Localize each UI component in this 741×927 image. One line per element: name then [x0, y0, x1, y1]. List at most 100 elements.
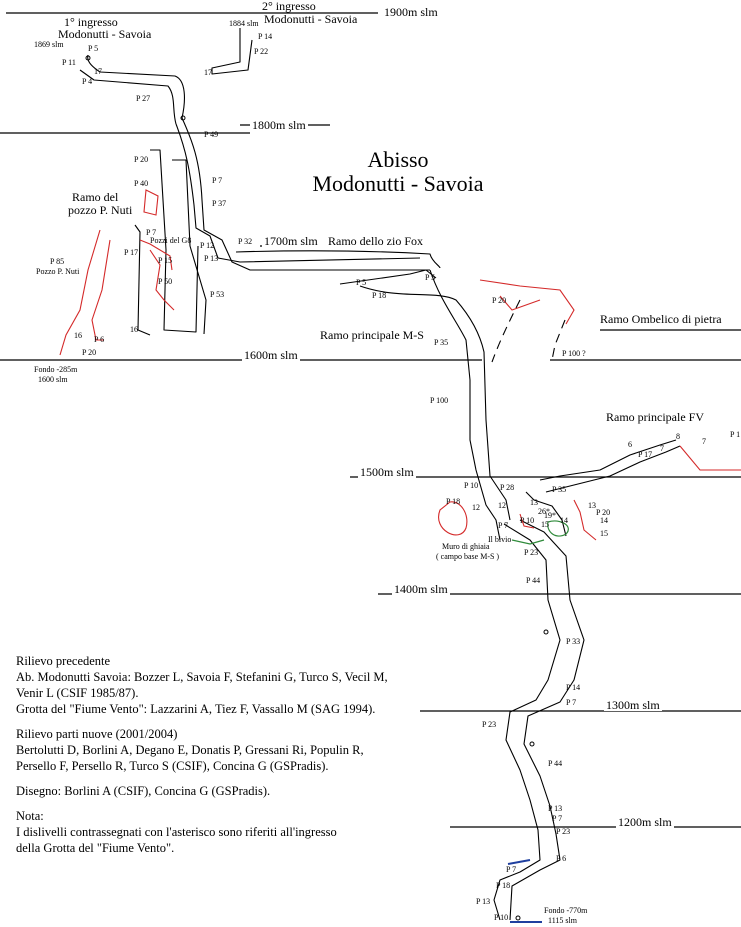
red-bivio [519, 513, 535, 529]
pitch-label: P 20 [134, 155, 149, 164]
survey-title: Abisso Modonutti - Savoia [288, 147, 508, 197]
pitch-label: P 35 [434, 338, 449, 347]
survey-notes: Rilievo precedente Ab. Modonutti Savoia:… [16, 653, 436, 856]
feature-bivio: Il bivio [488, 535, 512, 544]
pitch-label: P 13 [204, 254, 219, 263]
pitch-label: P 20 [82, 348, 97, 357]
entrance-1-marker [85, 55, 91, 61]
pitch-label: P 100 [430, 396, 449, 405]
second-entrance-label: 2° ingresso [262, 0, 316, 13]
pitch-label: P 15 [158, 256, 173, 265]
red-p18 [438, 501, 468, 536]
notes-nota-line2: della Grotta del "Fiume Vento". [16, 841, 175, 855]
pitch-label: P 7 [498, 521, 509, 530]
branch-ombelico: Ramo Ombelico di pietra [600, 312, 722, 326]
green-loop [547, 520, 569, 537]
p7-shaft [172, 159, 207, 335]
branch-principale-fv: Ramo principale FV [606, 410, 704, 424]
pitch-label: P 7 [506, 865, 517, 874]
notes-new-line1: Bertolutti D, Borlini A, Degano E, Donat… [16, 743, 364, 757]
red-p85-b [91, 239, 111, 341]
pitch-label: P 11 [62, 58, 76, 67]
notes-nota-line1: I dislivelli contrassegnati con l'asteri… [16, 825, 337, 839]
red-p20 [499, 295, 541, 311]
notes-new-line2: Persello F, Persello R, Turco S (CSIF), … [16, 759, 329, 773]
bivio-passage [525, 491, 567, 537]
bottom-nuti-line2: 1600 slm [38, 375, 68, 384]
level-1300: 1300m slm [604, 698, 662, 712]
pitch-label: P 6 [556, 854, 567, 863]
ramo-ms-branch [339, 269, 437, 285]
pitch-label: P 12 [200, 241, 215, 250]
pitch-label: 17 [204, 68, 212, 77]
level-1900: 1900m slm [382, 5, 440, 19]
branch-principale-ms: Ramo principale M-S [320, 328, 424, 342]
red-p50 [149, 249, 175, 311]
notes-gap [16, 717, 436, 726]
first-entrance-altitude: 1869 slm [34, 40, 64, 49]
lower-shaft-right [509, 519, 585, 921]
pitch-label: P 28 [500, 483, 515, 492]
green-parts [511, 520, 569, 545]
pitch-label: P 17 [638, 450, 653, 459]
pitch-label: P 27 [136, 94, 151, 103]
pitch-label: P 10 [494, 913, 509, 922]
second-entrance-name: Modonutti - Savoia [264, 12, 358, 26]
pitch-label: P 13 [548, 804, 563, 813]
notes-prev-line2: Venir L (CSIF 1985/87). [16, 686, 139, 700]
blue-sump-upper [507, 859, 531, 865]
level-1700: 1700m slm [262, 234, 320, 248]
pitch-label: P 85 [50, 257, 65, 266]
title-line-1: Abisso [367, 147, 429, 172]
cave-passages [79, 28, 681, 921]
pitch-label: P 23 [524, 548, 539, 557]
branch-nuti-line1: Ramo del [72, 190, 119, 204]
red-zio-fox [479, 279, 575, 325]
entrance-2-passage [211, 28, 253, 75]
red-fv-end [679, 445, 741, 471]
zio-fox-upper [235, 250, 441, 269]
pitch-label: 16 [74, 331, 82, 340]
bottom-nuti-line1: Fondo -285m [34, 365, 78, 374]
pitch-label: P 7 [212, 176, 223, 185]
pitch-label: 14 [600, 516, 608, 525]
notes-prev-line3: Grotta del "Fiume Vento": Lazzarini A, T… [16, 702, 376, 716]
notes-nota-heading: Nota: [16, 809, 44, 823]
level-1800: 1800m slm [250, 118, 308, 132]
pitch-label: P 18 [446, 497, 461, 506]
pitch-label: P 10 [520, 516, 535, 525]
feature-muro-line2: ( campo base M-S ) [436, 552, 500, 561]
first-entrance-name: Modonutti - Savoia [58, 27, 152, 41]
pitch-label: P 10 [464, 481, 479, 490]
p20-shaft [150, 149, 199, 333]
pitch-label: 6 [628, 440, 632, 449]
level-1600: 1600m slm [242, 348, 300, 362]
main-shaft-right [181, 117, 430, 271]
pitch-label: 16 [130, 325, 138, 334]
pitch-label: P 6 [94, 335, 105, 344]
pitch-label: 17 [94, 67, 102, 76]
marker-p49 [180, 115, 186, 121]
notes-prev-line1: Ab. Modonutti Savoia: Bozzer L, Savoia F… [16, 670, 388, 684]
dashed-ms [491, 299, 521, 363]
fv-branch-upper [539, 439, 677, 481]
branch-zio-fox: Ramo dello zio Fox [328, 234, 423, 248]
pitch-label: P 50 [158, 277, 173, 286]
notes-gap [16, 774, 436, 783]
pitch-label: P 7 [566, 698, 577, 707]
level-1400: 1400m slm [392, 582, 450, 596]
red-p40 [143, 189, 159, 216]
pitch-label: 13 [588, 501, 596, 510]
title-line-2: Modonutti - Savoia [312, 171, 484, 197]
level-1200: 1200m slm [616, 815, 674, 829]
notes-gap [16, 799, 436, 808]
main-ms-right [359, 285, 511, 521]
pitch-label: P 5 [425, 273, 436, 282]
bottom-main-line2: 1115 slm [548, 916, 577, 925]
notes-new-heading: Rilievo parti nuove (2001/2004) [16, 727, 178, 741]
pitch-label: P 18 [372, 291, 387, 300]
pitch-label: P 44 [548, 759, 563, 768]
g8-shaft [134, 224, 151, 336]
notes-prev-heading: Rilievo precedente [16, 654, 111, 668]
